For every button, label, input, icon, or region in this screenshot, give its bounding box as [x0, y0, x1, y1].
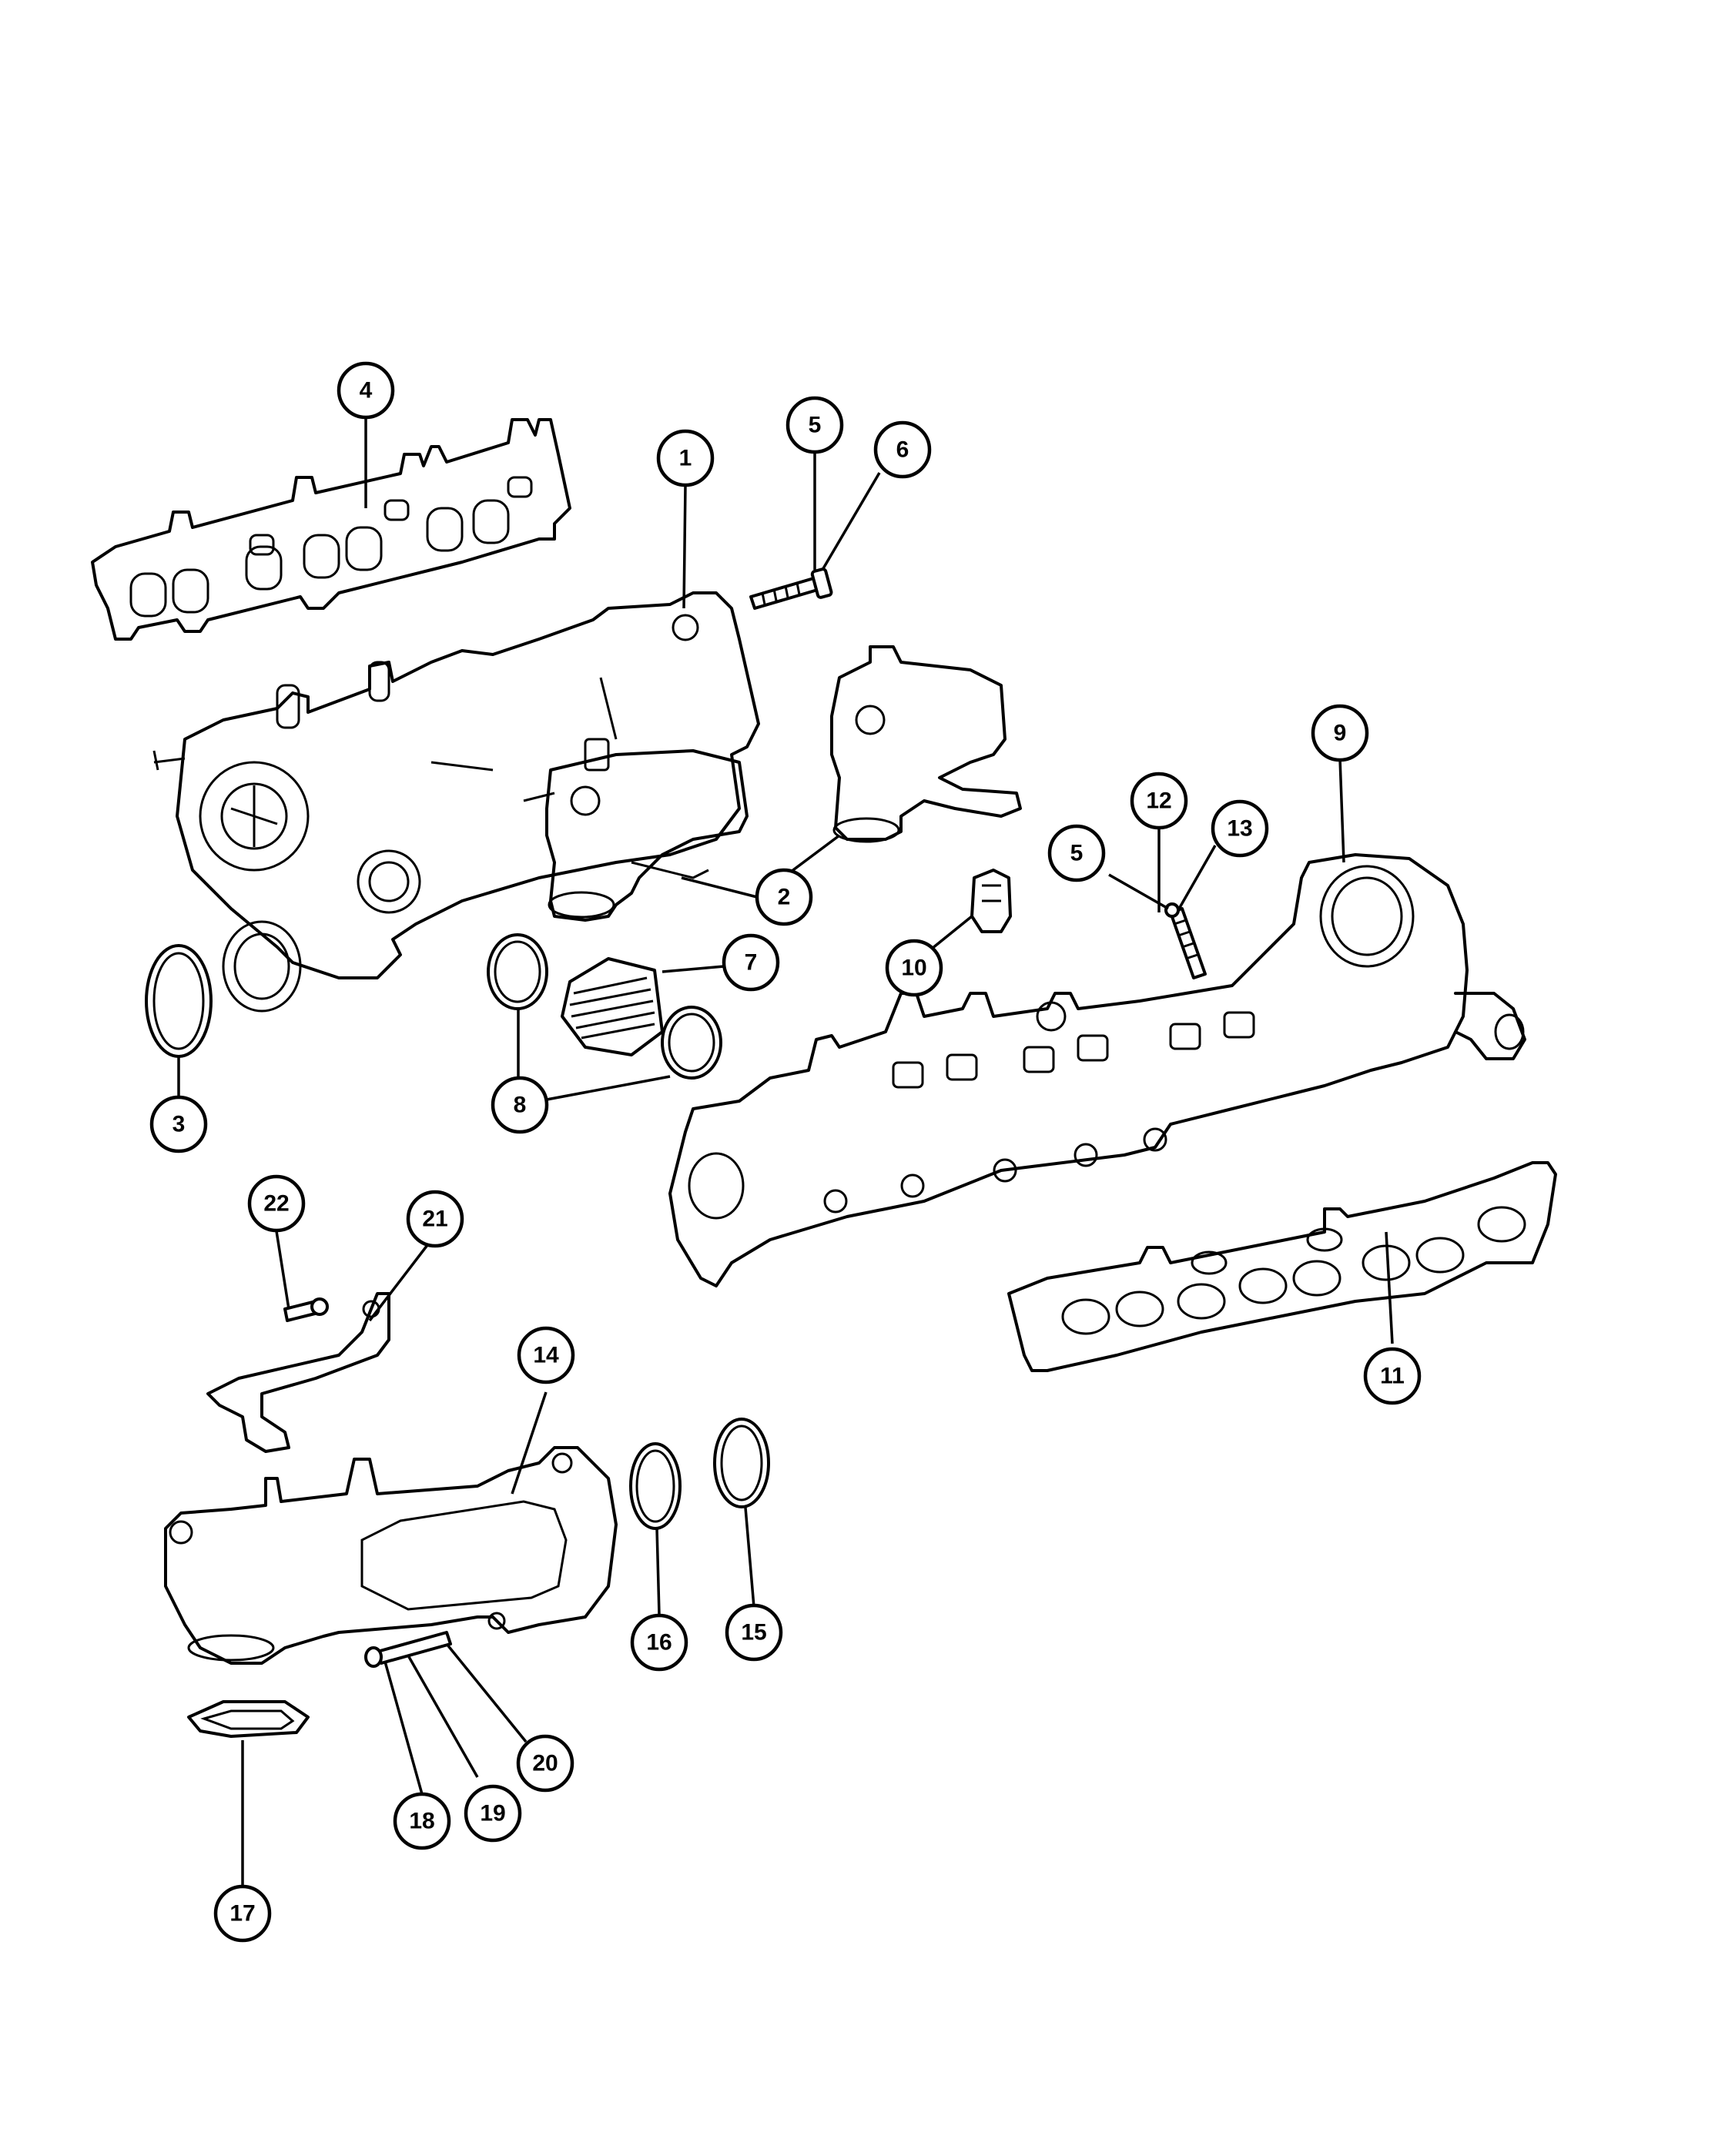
svg-text:6: 6	[896, 437, 909, 463]
o-ring-8b	[661, 1006, 722, 1080]
actuator-valve-right	[830, 645, 1022, 843]
svg-text:1: 1	[679, 446, 692, 471]
svg-text:10: 10	[901, 956, 926, 981]
svg-text:5: 5	[1070, 841, 1084, 866]
callout-8: 8	[491, 1076, 549, 1134]
leader-lines	[177, 412, 1394, 1886]
o-ring-16	[629, 1442, 682, 1530]
callout-7: 7	[722, 933, 780, 992]
svg-text:13: 13	[1227, 816, 1252, 842]
intake-manifold-upper	[152, 591, 760, 1013]
svg-text:4: 4	[360, 378, 373, 403]
stud-bolt	[1164, 902, 1207, 979]
gasket-lower-right	[1007, 1161, 1557, 1372]
svg-text:14: 14	[533, 1343, 559, 1368]
o-ring-3	[145, 944, 213, 1058]
callout-21: 21	[406, 1190, 464, 1248]
callout-22: 22	[247, 1174, 306, 1233]
callout-18: 18	[393, 1792, 451, 1850]
svg-text:5: 5	[809, 413, 822, 438]
callout-19: 19	[464, 1784, 522, 1843]
pin-tube	[364, 1631, 452, 1668]
svg-text:16: 16	[646, 1630, 672, 1656]
callout-2: 2	[755, 868, 813, 926]
bolt-upper	[749, 567, 833, 610]
callout-11: 11	[1363, 1347, 1422, 1405]
callout-5-lower: 5	[1047, 824, 1106, 882]
svg-text:22: 22	[263, 1191, 289, 1217]
svg-text:7: 7	[745, 950, 758, 976]
svg-text:17: 17	[229, 1901, 255, 1927]
callout-13: 13	[1211, 799, 1269, 858]
o-ring-15	[713, 1418, 770, 1508]
callout-17: 17	[213, 1884, 272, 1943]
callout-3: 3	[149, 1095, 208, 1153]
svg-text:9: 9	[1334, 721, 1347, 746]
callout-6: 6	[873, 420, 932, 479]
svg-text:15: 15	[741, 1620, 766, 1645]
svg-text:21: 21	[422, 1207, 447, 1232]
o-ring-8a	[487, 933, 548, 1010]
svg-text:2: 2	[778, 885, 791, 910]
gasket-upper	[91, 418, 571, 641]
callout-9: 9	[1311, 704, 1369, 762]
svg-text:19: 19	[480, 1801, 505, 1826]
bolt-bracket	[283, 1297, 329, 1322]
bellows-connector	[561, 957, 664, 1056]
intake-manifold-right	[668, 853, 1526, 1287]
callout-4: 4	[337, 361, 395, 420]
callout-15: 15	[725, 1603, 783, 1662]
callout-20: 20	[516, 1734, 574, 1793]
svg-text:8: 8	[514, 1093, 527, 1118]
svg-text:12: 12	[1146, 788, 1171, 814]
callout-5-upper: 5	[785, 396, 844, 454]
callout-12: 12	[1130, 772, 1188, 830]
callout-16: 16	[630, 1613, 688, 1672]
svg-text:20: 20	[532, 1751, 558, 1776]
svg-text:11: 11	[1380, 1364, 1405, 1389]
lower-manifold	[164, 1446, 618, 1665]
actuator-valve-left	[545, 738, 749, 922]
svg-text:18: 18	[409, 1809, 434, 1834]
callout-10: 10	[885, 939, 943, 997]
callout-1: 1	[656, 429, 715, 487]
callout-14: 14	[517, 1326, 575, 1384]
flange-gasket	[187, 1700, 310, 1738]
svg-text:3: 3	[172, 1112, 186, 1137]
clip-sensor	[970, 869, 1012, 933]
